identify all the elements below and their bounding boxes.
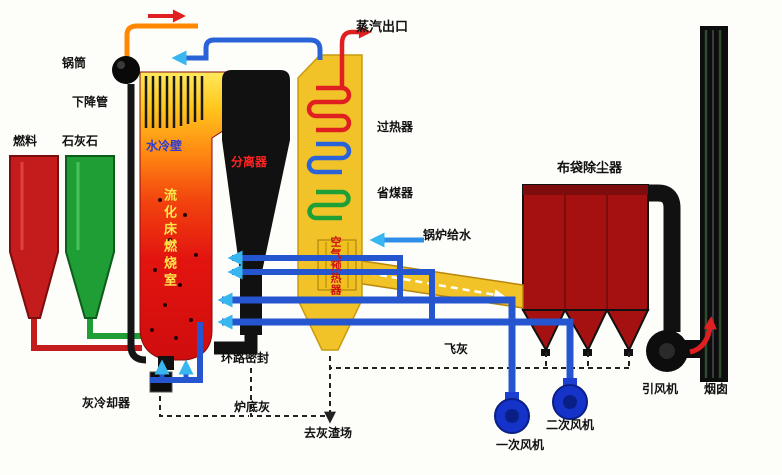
ash-cooler-label: 灰冷却器 xyxy=(82,396,131,410)
air-preheater-block xyxy=(317,239,357,291)
drum-and-top-piping xyxy=(112,9,323,364)
superheater-label: 过热器 xyxy=(377,120,414,134)
water-wall-tubes xyxy=(144,76,204,128)
ash-cooler-line xyxy=(159,396,249,417)
downcomer-label: 下降管 xyxy=(72,95,109,109)
limestone-hopper xyxy=(65,155,115,319)
cyclone-separator xyxy=(222,70,290,335)
riser-pipe xyxy=(124,23,198,60)
loop-seal xyxy=(214,330,258,355)
preheated-air-upper xyxy=(227,250,403,300)
id-fan-assembly xyxy=(646,184,717,372)
superheater-coil-lower xyxy=(306,141,352,175)
primary-air-pipe xyxy=(217,292,516,398)
superheater-coil xyxy=(306,85,352,133)
primary-fan-unit xyxy=(494,392,530,434)
bed-particles xyxy=(150,198,198,340)
primary-fan-label: 一次风机 xyxy=(496,438,545,452)
downcomer-pipe xyxy=(127,84,147,364)
chimney-label: 烟囱 xyxy=(704,382,729,396)
air-piping xyxy=(150,250,574,398)
air-preheater-label: 空气预热器 xyxy=(329,236,341,296)
loop-seal-label: 环路密封 xyxy=(221,351,270,365)
to-ash-yard-label: 去灰渣场 xyxy=(304,426,353,440)
steam-outlet-label: 蒸汽出口 xyxy=(356,19,409,34)
flue-flow-arrow xyxy=(367,271,506,301)
economizer-coil xyxy=(307,189,351,221)
fly-ash-label: 飞灰 xyxy=(444,342,469,356)
backpass-tower xyxy=(297,54,363,351)
preheated-air-lower xyxy=(227,264,435,322)
id-fan-label: 引风机 xyxy=(642,382,679,396)
feedwater-label: 锅炉给水 xyxy=(423,228,472,242)
secondary-fan-unit xyxy=(552,378,588,420)
fluidizing-air-header xyxy=(150,322,203,383)
secondary-air-pipe xyxy=(217,314,574,386)
fuel-feed-pipe xyxy=(31,318,142,351)
bottom-ash-label: 炉底灰 xyxy=(234,400,271,414)
steam-outlet-pipe xyxy=(339,25,372,90)
limestone-feed-pipe xyxy=(87,318,146,339)
economizer-label: 省煤器 xyxy=(377,186,414,200)
limestone-label: 石灰石 xyxy=(62,134,99,148)
bottom-ash-line xyxy=(250,368,326,417)
water-wall-label: 水冷壁 xyxy=(146,139,183,153)
separator-label: 分离器 xyxy=(231,155,268,169)
secondary-fan-label: 二次风机 xyxy=(546,418,595,432)
drum-label: 锅筒 xyxy=(62,56,87,70)
ash-dashed-lines xyxy=(159,352,630,424)
combustion-chamber-label: 流化床燃烧室 xyxy=(162,188,177,290)
baghouse-label: 布袋除尘器 xyxy=(557,160,623,175)
steam-drum xyxy=(112,56,140,84)
baghouse-filter xyxy=(521,184,650,356)
chimney-stack xyxy=(700,26,728,382)
fuel-hopper xyxy=(9,155,59,319)
saturated-steam-pipe xyxy=(171,37,323,66)
flue-gas-up-arrow xyxy=(689,316,717,355)
fuel-label: 燃料 xyxy=(13,134,38,148)
